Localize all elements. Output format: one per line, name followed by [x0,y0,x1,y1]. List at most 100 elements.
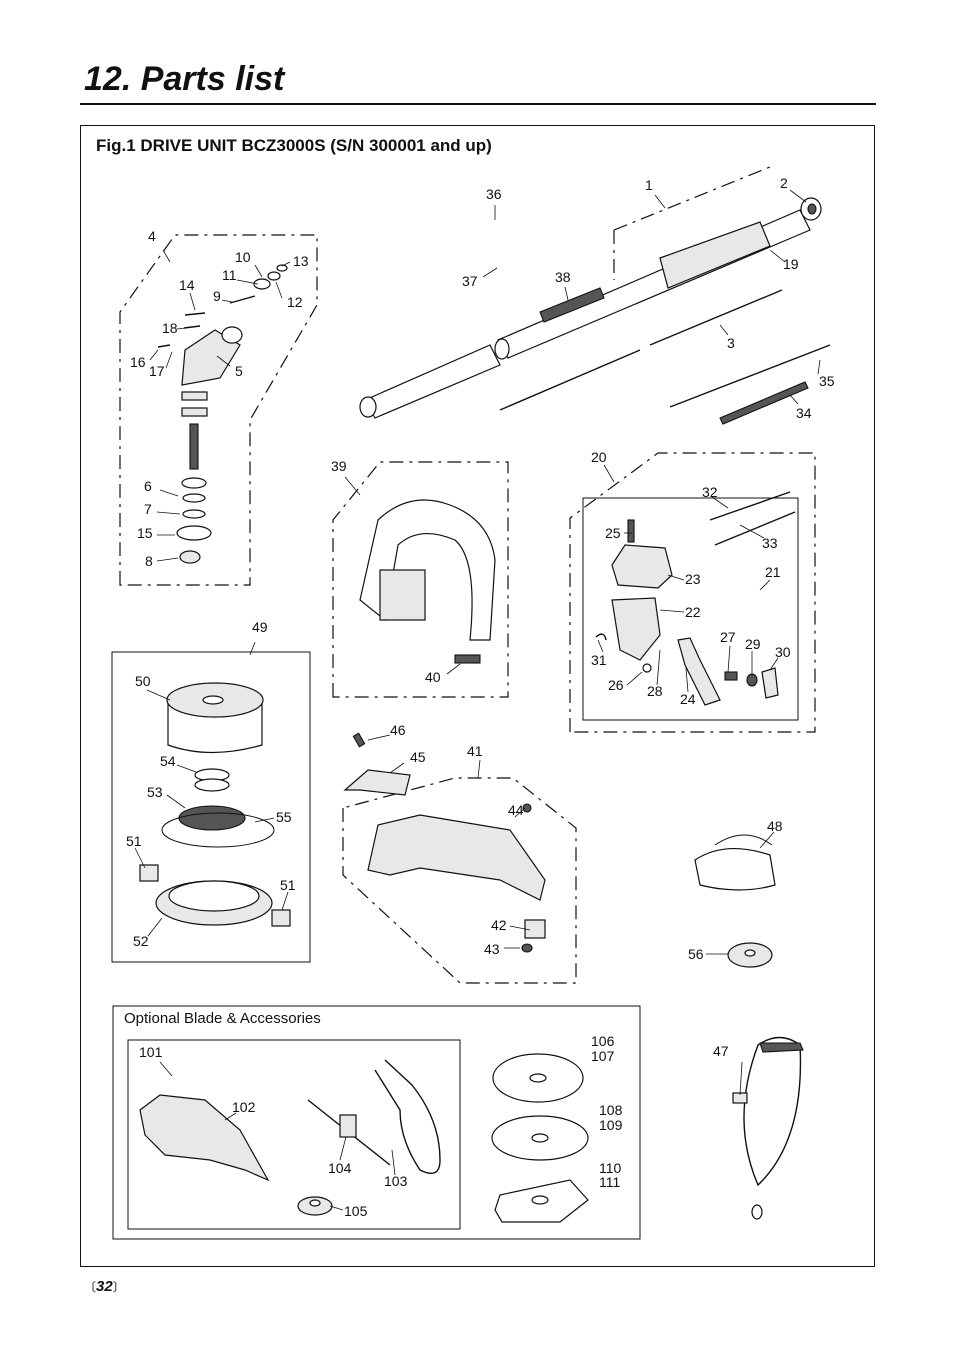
part-label-12: 12 [287,294,303,310]
optional-box [112,1005,641,1240]
part-label-27: 27 [720,629,736,645]
group-1-bracket [613,166,771,280]
part-label-54: 54 [160,753,176,769]
part-label-40: 40 [425,669,441,685]
part-label-110: 110 [599,1160,622,1176]
part-label-42: 42 [491,917,507,933]
group-20-box [569,452,816,733]
part-label-107: 107 [591,1048,615,1064]
part-label-32: 32 [702,484,718,500]
part-label-37: 37 [462,273,478,289]
group-39-box [332,461,509,698]
part-label-10: 10 [235,249,251,265]
part-label-24: 24 [680,691,696,707]
page-title: 12. Parts list [84,60,285,98]
part-label-15: 15 [137,525,153,541]
part-label-106: 106 [591,1033,615,1049]
part-label-45: 45 [410,749,426,765]
shield-41 [343,732,546,953]
part-label-31: 31 [591,652,607,668]
page-number: 〔32〕 [84,1278,125,1295]
part-label-5: 5 [235,363,243,379]
harness-47 [732,1036,804,1220]
part-label-1: 1 [645,177,653,193]
part-label-43: 43 [484,941,500,957]
optional-handle-103 [307,1059,441,1174]
part-label-46: 46 [390,722,406,738]
part-label-53: 53 [147,784,163,800]
part-label-25: 25 [605,525,621,541]
part-2-bushing [800,197,822,221]
part-label-39: 39 [331,458,347,474]
part-label-26: 26 [608,677,624,693]
part-label-3: 3 [727,335,735,351]
part-label-4: 4 [148,228,156,244]
part-label-30: 30 [775,644,791,660]
handle-39 [359,499,496,664]
part-label-50: 50 [135,673,151,689]
part-label-11: 11 [222,267,237,283]
part-label-22: 22 [685,604,701,620]
optional-guard-102 [139,1094,270,1182]
part-label-51a: 51 [126,833,142,849]
part-label-103: 103 [384,1173,408,1189]
part-label-8: 8 [145,553,153,569]
page-number-bracket-left: 〔 [84,1280,97,1294]
part-label-19: 19 [783,256,799,272]
blade-110-111 [494,1179,589,1223]
goggles-48 [694,834,776,891]
part-label-41: 41 [467,743,483,759]
blade-108-109 [491,1115,589,1161]
part-label-9: 9 [213,288,221,304]
part-label-13: 13 [293,253,309,269]
part-label-35: 35 [819,373,835,389]
part-label-102: 102 [232,1099,256,1115]
part-label-111: 111 [599,1174,620,1190]
drive-shaft [499,289,831,425]
part-label-36: 36 [486,186,502,202]
part-label-33: 33 [762,535,778,551]
part-label-21: 21 [765,564,781,580]
part-label-18: 18 [162,320,178,336]
nylon-cutter-head [139,682,291,927]
part-label-56: 56 [688,946,704,962]
part-label-104: 104 [328,1160,352,1176]
part-label-109: 109 [599,1117,623,1133]
optional-inner-box [127,1039,461,1230]
part-label-29: 29 [745,636,761,652]
part-label-44: 44 [508,802,524,818]
throttle-group [595,491,796,706]
part-label-2: 2 [780,175,788,191]
page-number-value: 32 [96,1278,113,1295]
gear-case [157,264,288,564]
part-label-6: 6 [144,478,152,494]
part-label-49: 49 [252,619,268,635]
figure-caption: Fig.1 DRIVE UNIT BCZ3000S (S/N 300001 an… [96,136,492,155]
figure-frame [80,125,875,1267]
part-label-48: 48 [767,818,783,834]
optional-box-title: Optional Blade & Accessories [124,1010,321,1027]
part-label-16: 16 [130,354,146,370]
main-pipe [359,209,811,419]
part-label-47: 47 [713,1043,729,1059]
part-label-38: 38 [555,269,571,285]
part-number-labels: 1 2 3 4 5 6 7 8 9 10 11 12 13 14 15 16 1… [124,175,835,1219]
washer-56 [727,942,773,968]
part-label-52: 52 [133,933,149,949]
group-20-inner-box [582,497,799,721]
blade-106-107 [492,1053,584,1103]
part-label-105: 105 [344,1203,368,1219]
part-label-7: 7 [144,501,152,517]
group-4-box [119,234,318,586]
leader-lines [134,189,821,1211]
group-41-box [342,777,577,984]
part-label-34: 34 [796,405,812,421]
part-label-14: 14 [179,277,195,293]
group-49-box [111,651,311,963]
part-label-55: 55 [276,809,292,825]
part-label-20: 20 [591,449,607,465]
optional-washer-105 [297,1196,333,1216]
page-number-bracket-right: 〕 [112,1280,125,1294]
part-label-23: 23 [685,571,701,587]
